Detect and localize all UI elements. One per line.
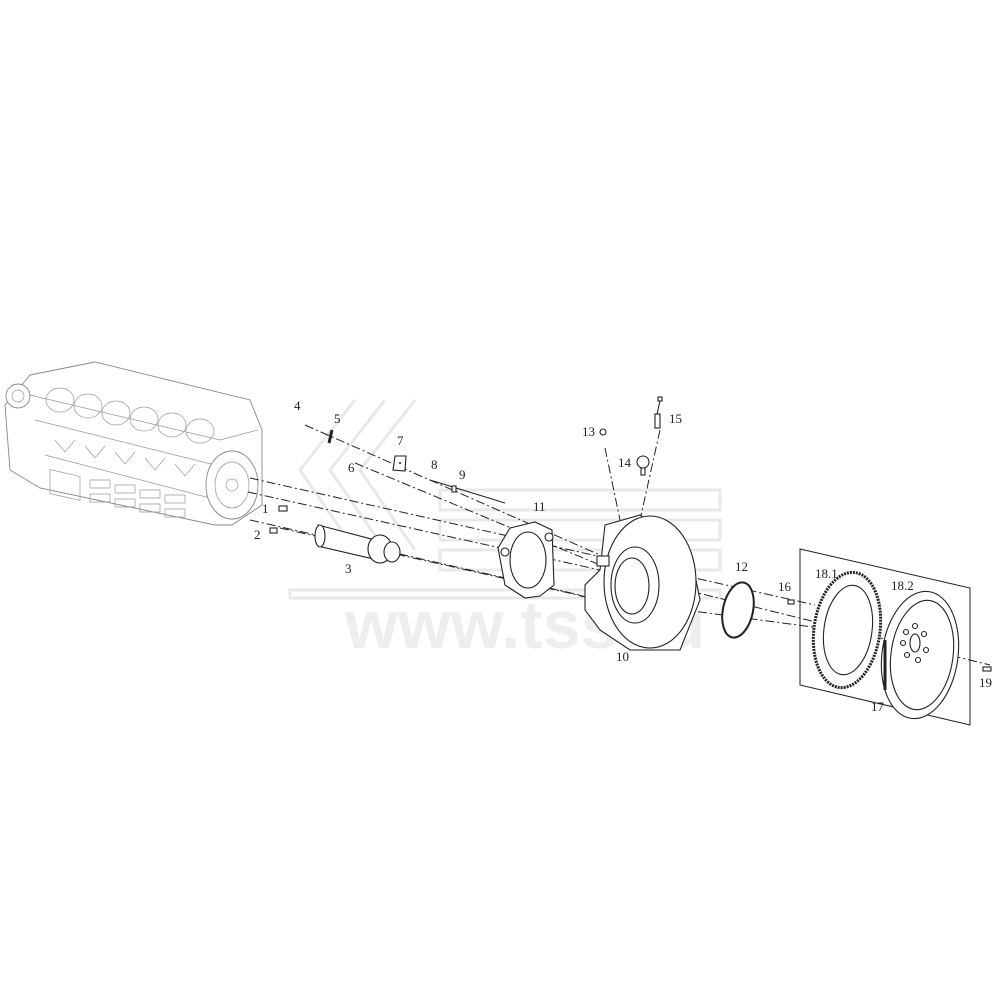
callout-2: 2 xyxy=(254,527,261,542)
engine-block xyxy=(4,361,263,526)
part-13-screw xyxy=(599,428,607,436)
callout-19: 19 xyxy=(979,675,992,690)
callout-10: 10 xyxy=(616,649,629,664)
callout-13: 13 xyxy=(582,424,595,439)
part-11-gasket xyxy=(497,521,555,599)
callout-17: 17 xyxy=(871,699,885,714)
callout-16: 16 xyxy=(778,579,792,594)
part-14-eye-bolt xyxy=(636,455,650,476)
callout-3: 3 xyxy=(345,561,352,576)
callout-8: 8 xyxy=(431,457,438,472)
part-12-seal-ring xyxy=(721,581,755,639)
part-2-bolt xyxy=(269,527,278,534)
callout-labels: 1 2 3 4 5 6 7 8 9 10 11 12 13 14 15 16 1… xyxy=(254,398,992,714)
part-16-bolt xyxy=(787,599,795,605)
callout-6: 6 xyxy=(348,460,355,475)
callout-18-1: 18.1 xyxy=(815,566,838,581)
callout-14: 14 xyxy=(618,455,632,470)
part-15-sensor xyxy=(654,396,663,429)
callout-12: 12 xyxy=(735,559,748,574)
part-17-flywheel-assembly xyxy=(799,548,971,726)
part-7-cover-plate xyxy=(392,455,407,472)
part-3-starter xyxy=(314,524,401,564)
callout-4: 4 xyxy=(294,398,301,413)
callout-5: 5 xyxy=(334,411,341,426)
part-8-9-rod xyxy=(429,479,506,504)
callout-1: 1 xyxy=(262,501,269,516)
callout-11: 11 xyxy=(533,499,546,514)
callout-18-2: 18.2 xyxy=(891,578,914,593)
part-10-flywheel-housing xyxy=(584,514,701,651)
callout-9: 9 xyxy=(459,467,466,482)
part-1-bolt xyxy=(278,505,288,512)
part-5-pin xyxy=(327,429,334,444)
part-19-bolt xyxy=(982,666,992,672)
callout-7: 7 xyxy=(397,433,404,448)
callout-15: 15 xyxy=(669,411,682,426)
